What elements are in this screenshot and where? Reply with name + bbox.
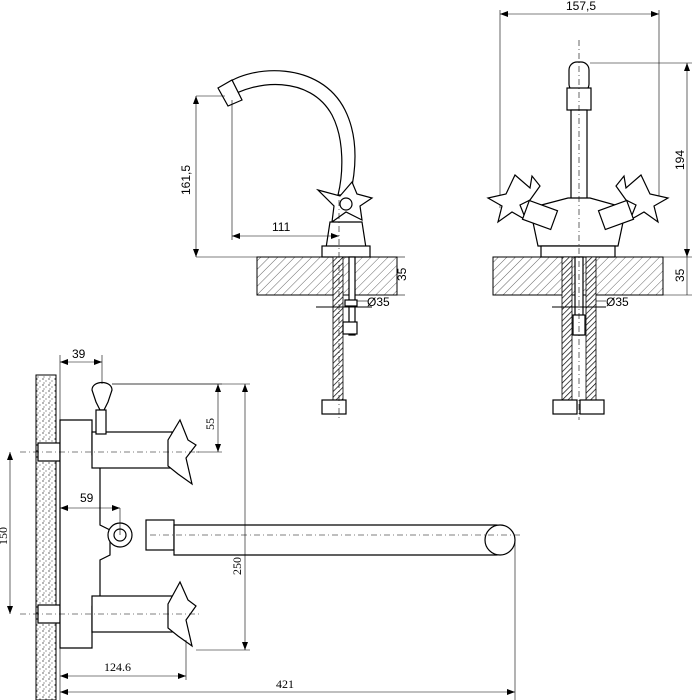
wall	[35, 374, 57, 700]
side-aerator	[217, 79, 243, 107]
side-hose-nut	[321, 399, 347, 415]
front-thickness-label: 35	[673, 268, 687, 282]
front-height-label: 194	[673, 150, 687, 170]
front-hose-left	[561, 256, 573, 403]
side-view: 35 161,5 111 Ø35	[179, 70, 409, 420]
side-countertop	[256, 256, 398, 296]
long-spout	[173, 524, 511, 556]
front-base	[540, 245, 616, 258]
side-hose	[332, 256, 344, 403]
wall-depth-label: 124.6	[104, 660, 131, 674]
side-spout	[224, 70, 356, 196]
wall-handle-drop-label: 55	[203, 418, 217, 430]
wall-spacing-label: 150	[0, 527, 10, 545]
wall-height-label: 250	[230, 557, 244, 575]
lower-valve	[91, 595, 173, 633]
shower-holder	[91, 381, 113, 411]
side-hole-label: Ø35	[367, 295, 390, 309]
front-hole-label: Ø35	[606, 295, 629, 309]
front-view: 157,5 194 35 Ø35	[486, 0, 692, 420]
front-hose-right	[585, 256, 597, 403]
side-height-label: 161,5	[179, 165, 193, 195]
wall-top-offset-label: 39	[72, 347, 86, 361]
side-reach-label: 111	[272, 220, 291, 234]
side-base	[321, 245, 371, 258]
wall-center-offset-label: 59	[80, 491, 94, 505]
front-width-label: 157,5	[566, 0, 596, 13]
wall-spout-length-label: 421	[276, 677, 294, 691]
side-thickness-label: 35	[395, 267, 409, 281]
wall-view: 39 55 59 150 250 124.6	[0, 347, 520, 700]
upper-valve	[91, 431, 173, 469]
